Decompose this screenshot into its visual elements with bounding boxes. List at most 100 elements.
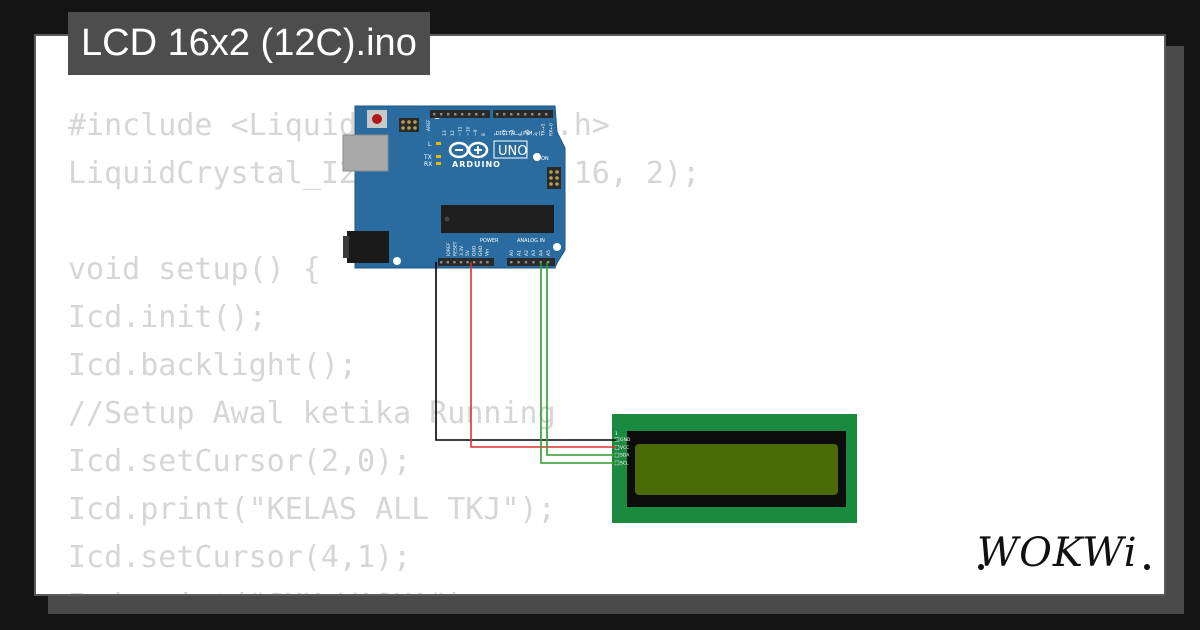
header-pin[interactable]: [531, 113, 534, 116]
analog-header: [507, 258, 555, 266]
header-pins: [433, 113, 550, 264]
led-tx: [436, 155, 441, 158]
header-pin[interactable]: [466, 261, 469, 264]
header-pin[interactable]: [517, 261, 520, 264]
header-pin[interactable]: [486, 261, 489, 264]
pin-label: 2: [533, 133, 539, 136]
pin-label: A0: [509, 250, 515, 256]
pin-label: A5: [546, 250, 552, 256]
usb-connector: [342, 134, 389, 172]
wokwi-logo-text: WOKWi: [977, 530, 1138, 576]
lcd-pin-marker: 1: [615, 431, 618, 437]
pin-label: ~10: [465, 126, 471, 136]
on-label: ON: [541, 156, 549, 162]
header-pin[interactable]: [532, 261, 535, 264]
pin-label: ~5: [509, 129, 515, 136]
header-pin[interactable]: [454, 113, 457, 116]
logo-dot: [978, 564, 984, 570]
arduino-infinity-icon: [448, 141, 489, 159]
led-tx-label: TX: [423, 154, 432, 161]
code-line: //Setup Awal ketika Running: [68, 396, 556, 431]
header-pin[interactable]: [524, 113, 527, 116]
led-l: [436, 142, 441, 145]
lcd-pin-label: GND: [620, 437, 631, 443]
header-pin[interactable]: [479, 261, 482, 264]
pin-label: IOREF: [446, 242, 452, 256]
icsp-header-top: [399, 118, 419, 132]
code-line: void setup() {: [68, 252, 321, 287]
pin-label: 3.3V: [459, 245, 465, 256]
pin-label: 7: [494, 133, 500, 136]
header-pin[interactable]: [524, 261, 528, 264]
pin-label: A2: [524, 250, 530, 256]
header-pin[interactable]: [440, 261, 443, 264]
wire-vcc[interactable]: [470, 262, 616, 448]
lcd-pin-label: SDA: [620, 453, 630, 459]
pin-label: GND: [478, 245, 484, 256]
header-pin[interactable]: [496, 113, 499, 116]
pin-label: 12: [450, 130, 456, 136]
lcd-pin-label: SCL: [620, 460, 629, 466]
header-pin[interactable]: [447, 113, 450, 116]
header-pin[interactable]: [475, 113, 478, 116]
pin-label: ~11: [458, 126, 464, 136]
file-title: LCD 16x2 (12C).ino: [68, 12, 430, 75]
aref-label: AREF: [426, 119, 432, 131]
header-pin[interactable]: [510, 261, 513, 264]
header-pin[interactable]: [461, 113, 464, 116]
pin-label: ~3: [525, 129, 531, 136]
atmega-chip: [441, 205, 554, 233]
header-pin[interactable]: [482, 113, 485, 116]
header-pin[interactable]: [517, 113, 520, 116]
header-pin[interactable]: [440, 113, 443, 116]
header-pin[interactable]: [503, 113, 506, 116]
logo-dot: [1144, 564, 1150, 570]
pin-label: RESET: [452, 241, 458, 256]
header-pin[interactable]: [545, 113, 548, 116]
pin-label: A3: [531, 250, 537, 256]
code-line: Icd.print("KELAS ALL TKJ");: [68, 492, 556, 527]
wire-scl[interactable]: [540, 262, 616, 464]
header-pin[interactable]: [547, 261, 550, 264]
power-header: [438, 258, 494, 266]
digital-header-label: DIGITAL (PWM ~): [496, 131, 541, 137]
arduino-brand-label: ARDUINO: [452, 160, 501, 169]
pin-label: 13: [442, 130, 448, 136]
pin-label: ~9: [473, 129, 479, 136]
pin-label: ~6: [502, 129, 508, 136]
wire-sda[interactable]: [546, 262, 616, 456]
code-line: Icd.backlight();: [68, 348, 357, 383]
header-pin[interactable]: [446, 261, 449, 264]
lcd-16x2-module[interactable]: 1: [612, 414, 857, 523]
header-pin[interactable]: [459, 261, 463, 264]
lcd-pin-label: VCC: [620, 445, 629, 451]
mounting-hole: [393, 257, 401, 265]
pin-label: Vin: [484, 249, 490, 256]
header-pin[interactable]: [473, 261, 476, 264]
pin-label: 5V: [465, 249, 471, 256]
mounting-hole: [533, 153, 541, 161]
header-pin[interactable]: [433, 113, 436, 116]
header-pin[interactable]: [468, 113, 471, 116]
digital-header: [430, 110, 553, 118]
wokwi-logo[interactable]: WOKWi: [975, 528, 1153, 576]
power-header-label: POWER: [480, 238, 499, 244]
pin-label: TX→1: [541, 123, 547, 137]
wires: [435, 262, 616, 464]
reset-button-cap: [372, 114, 382, 124]
header-pin[interactable]: [538, 113, 541, 116]
lcd-screen: [635, 444, 838, 495]
header-pin[interactable]: [510, 113, 513, 116]
pin-label: 8: [481, 133, 487, 136]
header-pin[interactable]: [453, 261, 456, 264]
icsp-header-side: [547, 167, 561, 189]
wire-gnd[interactable]: [435, 262, 616, 441]
led-rx-label: RX: [424, 161, 432, 168]
analog-header-label: ANALOG IN: [517, 238, 545, 244]
pin-label: 4: [517, 133, 523, 136]
arduino-uno-board[interactable]: DIGITAL (PWM ~) AREF L TX RX ARDUINO UNO…: [342, 105, 566, 269]
